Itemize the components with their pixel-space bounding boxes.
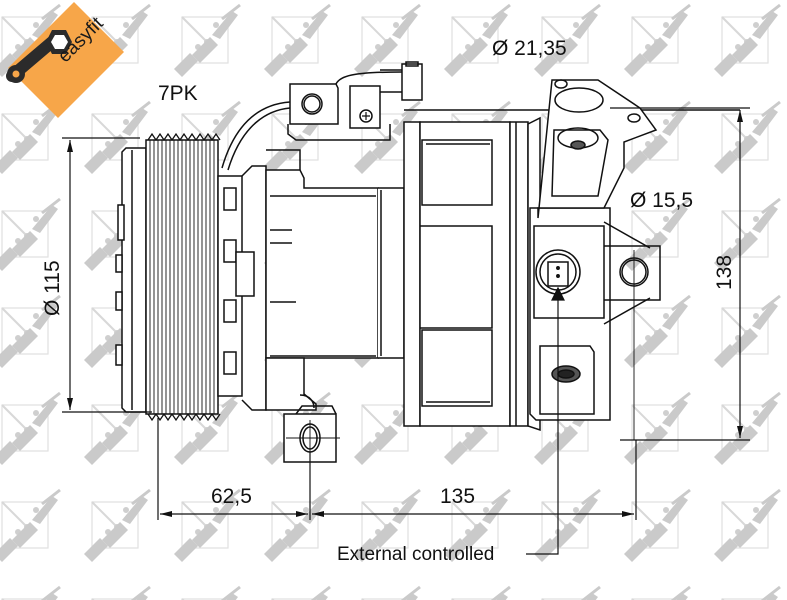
pulley-to-mount-label: 62,5 [211, 485, 252, 508]
easyfit-badge [6, 2, 124, 118]
control-valve-connector [533, 221, 661, 415]
external-controlled-note: External controlled [337, 544, 495, 565]
front-housing [265, 149, 405, 411]
service-port-block [537, 79, 658, 219]
pulley-diameter-label: Ø 115 [41, 260, 64, 316]
top-mount-ear [221, 61, 423, 171]
belt-type-label: 7PK [158, 82, 198, 105]
wrench-nut-icon [6, 30, 72, 83]
height-label: 138 [713, 254, 736, 290]
cylinder-block [403, 109, 740, 427]
outlet-diameter-label: Ø 21,35 [492, 37, 567, 60]
inlet-diameter-label: Ø 15,5 [630, 189, 694, 212]
pulley [115, 132, 221, 422]
clutch-hub [217, 165, 267, 411]
body-length-label: 135 [440, 485, 476, 508]
dimension-lines [62, 107, 750, 555]
